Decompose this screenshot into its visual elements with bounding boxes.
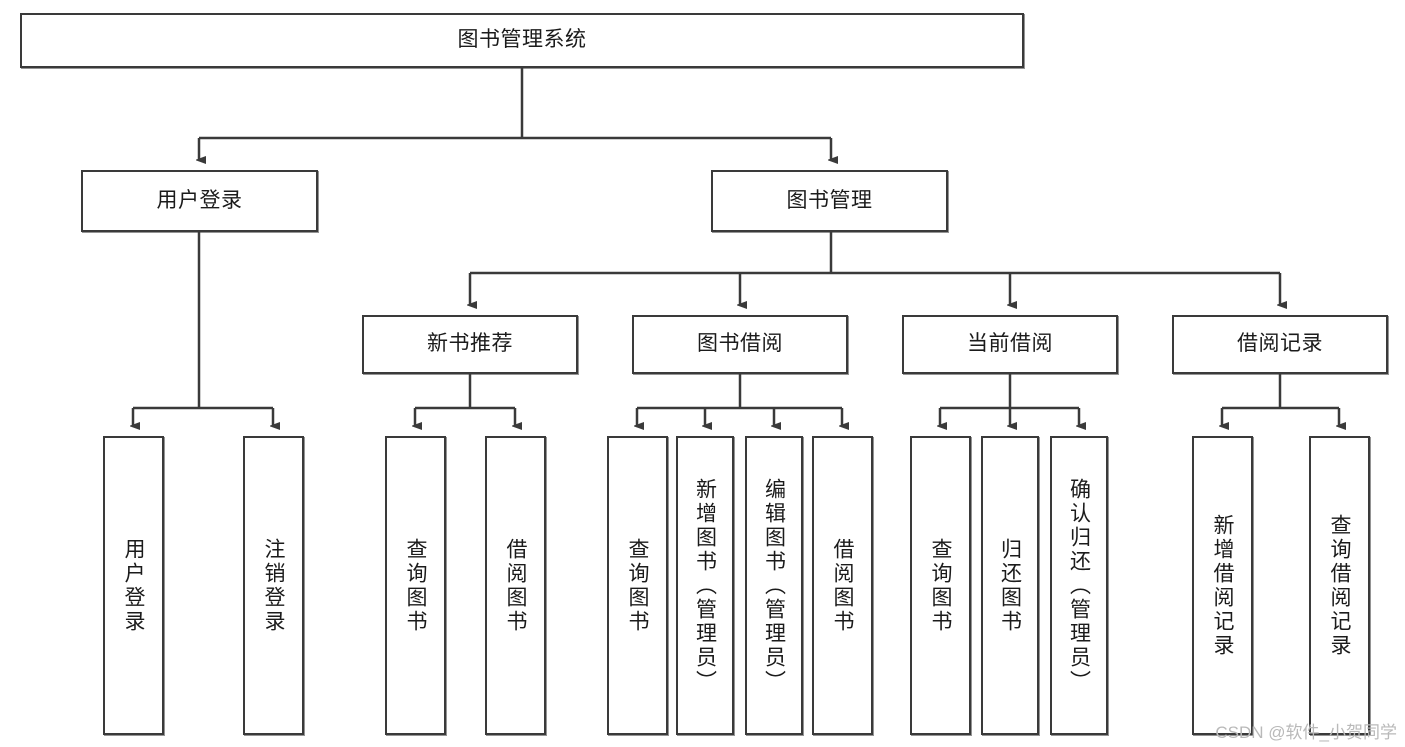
leaf-borrow-query-book-label: 查询图书 [626, 537, 649, 634]
node-book-borrow[interactable]: 图书借阅 [632, 315, 848, 374]
leaf-borrow-edit-book-admin[interactable]: 编辑图书（管理员） [745, 436, 803, 735]
leaf-logout-label: 注销登录 [262, 537, 285, 634]
leaf-current-query-book-label: 查询图书 [929, 537, 952, 634]
node-borrow-records-label: 借阅记录 [1237, 332, 1323, 356]
leaf-newbook-query-book-label: 查询图书 [404, 537, 427, 634]
node-root-label: 图书管理系统 [457, 28, 587, 52]
leaf-borrow-edit-book-admin-label: 编辑图书（管理员） [762, 477, 786, 694]
node-user-login[interactable]: 用户登录 [81, 170, 318, 232]
node-book-borrow-label: 图书借阅 [697, 332, 783, 356]
watermark: CSDN @软件_小贺同学 [1215, 723, 1397, 742]
leaf-records-query-record[interactable]: 查询借阅记录 [1309, 436, 1370, 735]
leaf-user-login-label: 用户登录 [122, 537, 145, 634]
leaf-current-query-book[interactable]: 查询图书 [910, 436, 971, 735]
leaf-borrow-borrow-book-label: 借阅图书 [831, 537, 854, 634]
leaf-user-login[interactable]: 用户登录 [103, 436, 164, 735]
node-book-management[interactable]: 图书管理 [711, 170, 948, 232]
leaf-records-add-record-label: 新增借阅记录 [1211, 513, 1234, 658]
node-current-borrow-label: 当前借阅 [967, 332, 1053, 356]
leaf-newbook-query-book[interactable]: 查询图书 [385, 436, 446, 735]
leaf-current-return-book[interactable]: 归还图书 [981, 436, 1039, 735]
leaf-records-add-record[interactable]: 新增借阅记录 [1192, 436, 1253, 735]
node-book-management-label: 图书管理 [786, 188, 873, 212]
node-user-login-label: 用户登录 [156, 188, 243, 212]
node-root[interactable]: 图书管理系统 [20, 13, 1024, 68]
leaf-logout[interactable]: 注销登录 [243, 436, 304, 735]
leaf-borrow-borrow-book[interactable]: 借阅图书 [812, 436, 873, 735]
leaf-borrow-add-book-admin-label: 新增图书（管理员） [693, 477, 717, 694]
node-current-borrow[interactable]: 当前借阅 [902, 315, 1118, 374]
leaf-newbook-borrow-book-label: 借阅图书 [504, 537, 527, 634]
leaf-borrow-query-book[interactable]: 查询图书 [607, 436, 668, 735]
leaf-records-query-record-label: 查询借阅记录 [1328, 513, 1351, 658]
leaf-borrow-add-book-admin[interactable]: 新增图书（管理员） [676, 436, 734, 735]
node-new-book-recommend-label: 新书推荐 [427, 332, 513, 356]
leaf-current-confirm-return-admin[interactable]: 确认归还（管理员） [1050, 436, 1108, 735]
leaf-current-return-book-label: 归还图书 [998, 537, 1022, 634]
leaf-current-confirm-return-admin-label: 确认归还（管理员） [1067, 477, 1091, 694]
leaf-newbook-borrow-book[interactable]: 借阅图书 [485, 436, 546, 735]
node-borrow-records[interactable]: 借阅记录 [1172, 315, 1388, 374]
node-new-book-recommend[interactable]: 新书推荐 [362, 315, 578, 374]
